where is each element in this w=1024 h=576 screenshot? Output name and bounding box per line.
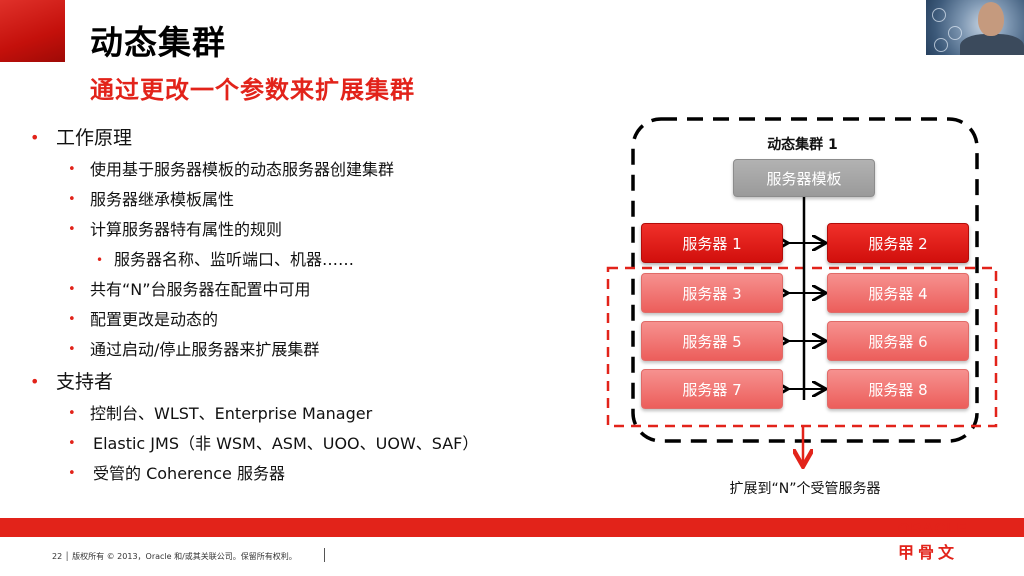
bullet-dot: •: [68, 312, 76, 327]
server-box: 服务器 4: [827, 273, 969, 313]
server-box: 服务器 8: [827, 369, 969, 409]
copyright-text: 版权所有 © 2013，Oracle 和/或其关联公司。保留所有权利。: [72, 552, 297, 561]
bullet-item: • 通过启动/停止服务器来扩展集群: [30, 338, 600, 368]
bullet-list: • 工作原理 • 使用基于服务器模板的动态服务器创建集群 • 服务器继承模板属性 • 计…: [30, 124, 600, 492]
oracle-cn-logo: 甲骨文: [898, 543, 959, 562]
bullet-text: 使用基于服务器模板的动态服务器创建集群: [90, 160, 395, 179]
bullet-dot: •: [68, 406, 76, 421]
bullet-text: 通过启动/停止服务器来扩展集群: [90, 340, 320, 359]
bullet-dot: •: [68, 282, 76, 297]
bullet-item: • 服务器继承模板属性: [30, 188, 600, 218]
bullet-dot: •: [96, 253, 104, 267]
header-photo: [926, 0, 1024, 55]
bullet-dot: •: [68, 192, 76, 207]
server-box: 服务器 7: [641, 369, 783, 409]
bullet-text: 计算服务器特有属性的规则: [90, 220, 283, 239]
footer-divider: [324, 548, 325, 562]
bullet-dot: •: [68, 222, 76, 237]
bullet-item: • 支持者: [30, 368, 600, 402]
footer-bar: [0, 518, 1024, 537]
server-box: 服务器 1: [641, 223, 783, 263]
bullet-item: • 服务器名称、监听端口、机器……: [30, 248, 600, 278]
bullet-text: Elastic JMS（非 WSM、ASM、UOO、UOW、SAF）: [93, 434, 479, 453]
bullet-dot: •: [68, 466, 76, 481]
server-box: 服务器 2: [827, 223, 969, 263]
bullet-item: • 共有“N”台服务器在配置中可用: [30, 278, 600, 308]
bullet-text: 工作原理: [56, 127, 133, 149]
bullet-item: • 使用基于服务器模板的动态服务器创建集群: [30, 158, 600, 188]
corner-accent-tab: [0, 0, 65, 62]
footer-copyright: 22 │ 版权所有 © 2013，Oracle 和/或其关联公司。保留所有权利。: [52, 551, 297, 562]
bullet-text: 配置更改是动态的: [90, 310, 219, 329]
slide-title: 动态集群: [90, 23, 226, 62]
bullet-text: 共有“N”台服务器在配置中可用: [90, 280, 311, 299]
bullet-text: 受管的 Coherence 服务器: [93, 464, 285, 483]
server-template-box: 服务器模板: [733, 159, 875, 197]
bullet-dot: •: [68, 436, 76, 451]
page-number: 22: [52, 552, 63, 561]
bullet-item: • 受管的 Coherence 服务器: [30, 462, 600, 492]
bullet-item: • 计算服务器特有属性的规则: [30, 218, 600, 248]
bullet-text: 支持者: [56, 371, 114, 393]
cluster-label: 动态集群 1: [767, 137, 838, 153]
bullet-text: 控制台、WLST、Enterprise Manager: [90, 404, 373, 423]
cluster-boundary: [631, 117, 979, 443]
bullet-dot: •: [30, 372, 40, 391]
bullet-dot: •: [68, 342, 76, 357]
bullet-item: • 控制台、WLST、Enterprise Manager: [30, 402, 600, 432]
bullet-text: 服务器名称、监听端口、机器……: [114, 250, 355, 269]
bullet-item: • 配置更改是动态的: [30, 308, 600, 338]
footer-divider: │: [62, 552, 73, 561]
oracle-logo: ORACLE: [898, 520, 968, 537]
bullet-dot: •: [68, 162, 76, 177]
bullet-item: • 工作原理: [30, 124, 600, 158]
bullet-item: • Elastic JMS（非 WSM、ASM、UOO、UOW、SAF）: [30, 432, 600, 462]
server-box: 服务器 5: [641, 321, 783, 361]
server-box: 服务器 3: [641, 273, 783, 313]
server-box: 服务器 6: [827, 321, 969, 361]
bullet-dot: •: [30, 128, 40, 147]
scale-caption: 扩展到“N”个受管服务器: [729, 481, 881, 497]
slide-subtitle: 通过更改一个参数来扩展集群: [90, 76, 415, 104]
bullet-text: 服务器继承模板属性: [90, 190, 235, 209]
